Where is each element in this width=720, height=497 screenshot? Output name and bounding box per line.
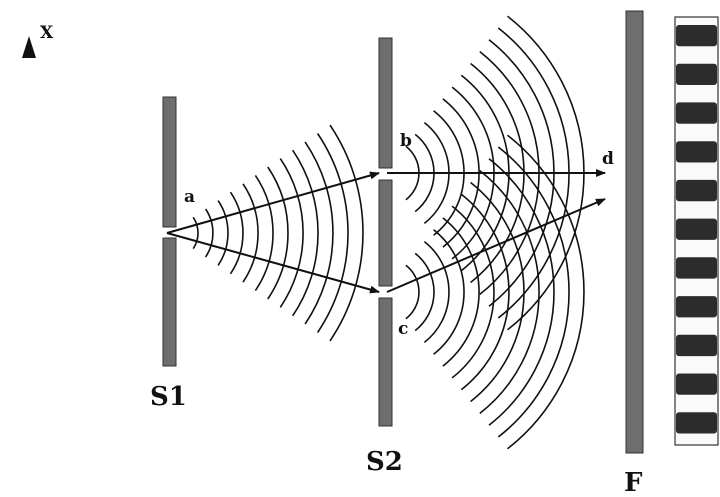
wavefront-arc xyxy=(405,264,420,320)
label-f: F xyxy=(624,468,643,497)
ray-c-to-d xyxy=(386,198,606,293)
fringe-band xyxy=(676,334,717,357)
wavefront-arc xyxy=(254,174,274,292)
label-s1: S1 xyxy=(150,382,187,412)
wavefront-arc xyxy=(488,158,555,426)
fringe-band xyxy=(676,102,717,124)
wavefront-arc xyxy=(242,183,259,283)
wavefront-arc xyxy=(304,141,334,325)
label-point-c: c xyxy=(398,319,408,339)
fringe-band xyxy=(676,141,717,163)
wavefronts-from-a xyxy=(192,124,364,342)
fringe-bands xyxy=(676,25,717,434)
wavefronts-from-c xyxy=(405,134,585,450)
fringe-band xyxy=(676,296,717,318)
barrier-s2-middle xyxy=(378,179,393,287)
label-point-a: a xyxy=(184,187,195,207)
wavefront-arc xyxy=(217,200,229,266)
wavefront-arc xyxy=(292,149,319,317)
wavefront-arc xyxy=(460,193,510,391)
barrier-s1-lower xyxy=(162,237,177,367)
fringe-band xyxy=(676,257,717,279)
ray-a-to-b xyxy=(166,171,380,234)
fringe-band xyxy=(676,373,717,395)
wavefront-arc xyxy=(267,166,289,300)
wavefront-arc xyxy=(470,181,525,403)
wavefront-arc xyxy=(279,158,304,308)
wavefront-arc xyxy=(329,124,364,342)
fringe-band xyxy=(676,63,717,85)
wavefront-arc xyxy=(442,217,480,367)
barrier-s1-upper xyxy=(162,96,177,228)
fringe-band xyxy=(676,179,717,202)
wavefront-arc xyxy=(229,191,244,275)
fringe-band xyxy=(676,218,717,240)
barrier-s2-top xyxy=(378,37,393,169)
wavefront-arc xyxy=(414,252,435,332)
wavefront-arc xyxy=(451,205,495,379)
wavefront-arc xyxy=(423,240,450,344)
fringe-band xyxy=(676,25,717,47)
label-s2: S2 xyxy=(366,447,403,477)
wavefront-arc xyxy=(479,169,540,415)
label-point-d: d xyxy=(602,149,614,169)
barrier-s2-bottom xyxy=(378,297,393,427)
ray-a-to-c xyxy=(166,232,380,294)
wavefront-arc xyxy=(507,134,585,450)
wavefront-arc xyxy=(316,133,349,333)
axis-arrow-icon xyxy=(22,36,36,58)
wavefront-arc xyxy=(192,216,199,250)
label-point-b: b xyxy=(400,131,412,151)
wavefront-arc xyxy=(433,229,465,355)
axis-label: X xyxy=(40,23,54,43)
screen-f xyxy=(625,10,644,454)
wavefront-arc xyxy=(497,146,570,438)
fringe-band xyxy=(676,412,717,434)
interference-pattern xyxy=(674,16,719,446)
wavefront-arc xyxy=(204,208,214,258)
